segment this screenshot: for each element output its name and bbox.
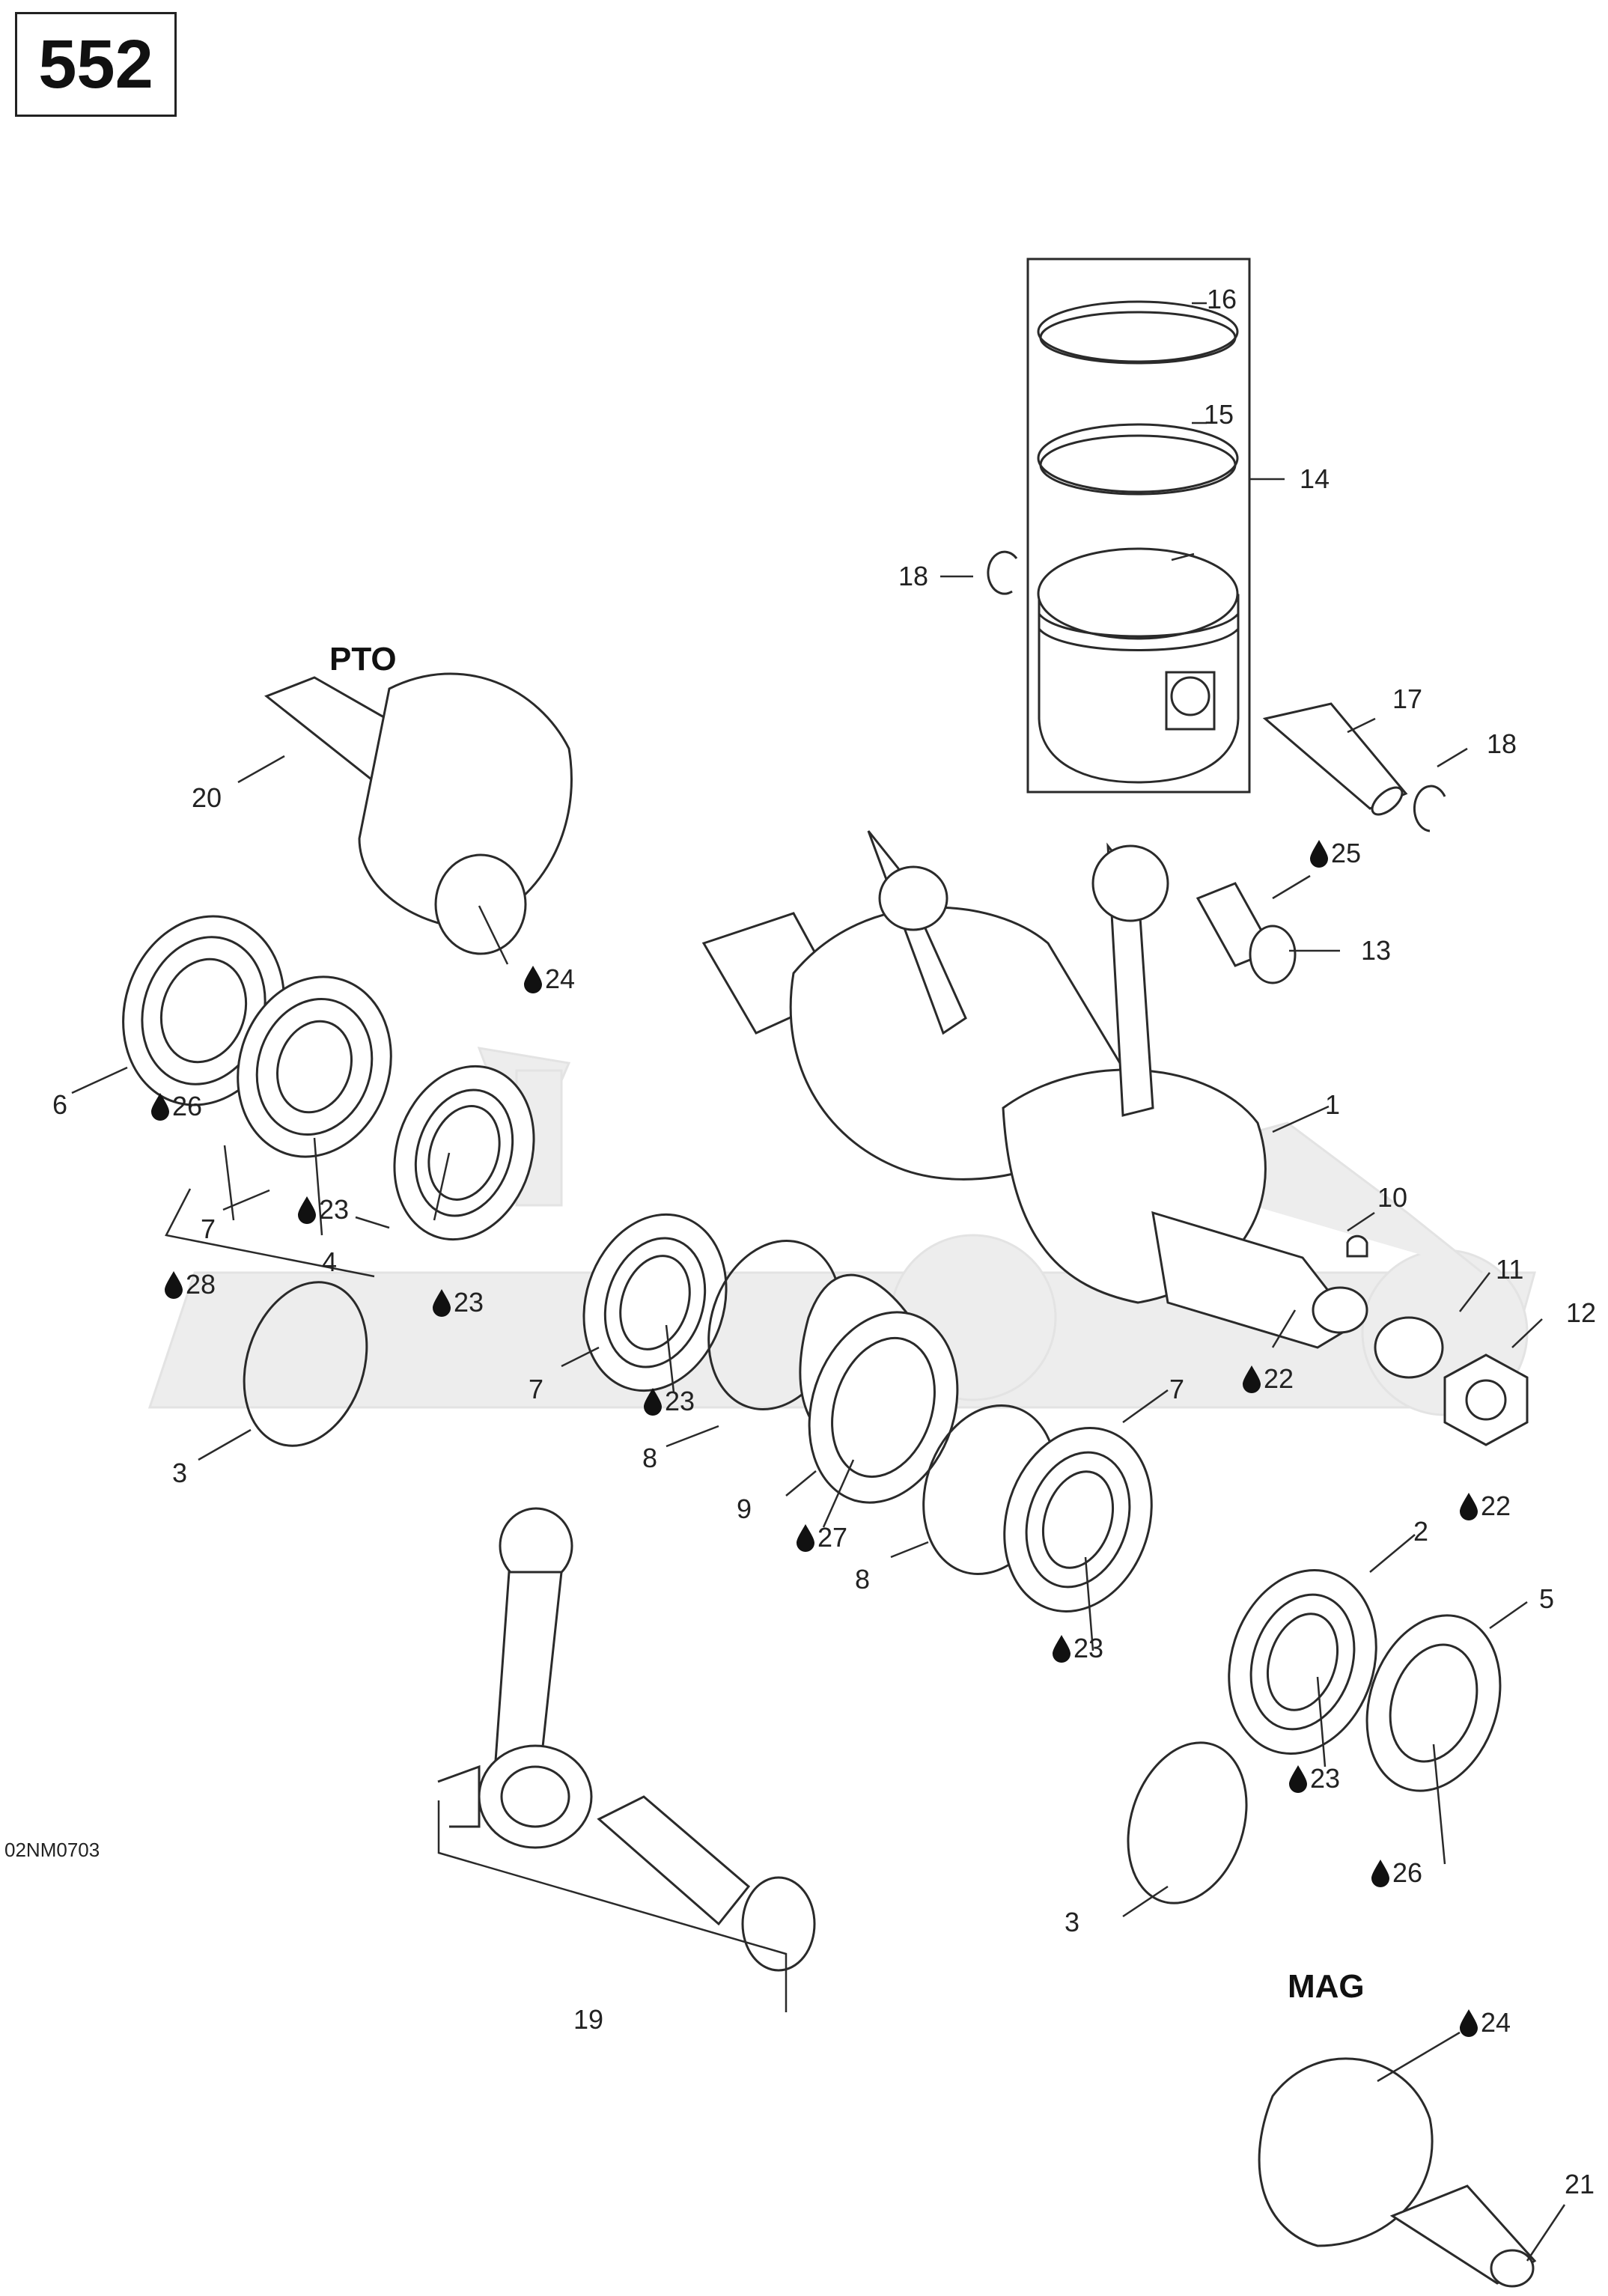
- piston-pin: [1262, 702, 1408, 816]
- crankshaft-assembly: [701, 830, 1368, 1349]
- callout-17: 17: [1392, 683, 1422, 714]
- pto-bearing-a: [237, 975, 392, 1158]
- callout-7-c: 7: [1169, 1374, 1184, 1404]
- mag-bearing: [1228, 1569, 1377, 1755]
- lube-ref-23-a: 23: [298, 1194, 349, 1225]
- svg-text:26: 26: [172, 1091, 202, 1121]
- section-label-pto: PTO: [329, 641, 397, 677]
- lube-ref-27: 27: [797, 1522, 847, 1553]
- lube-ref-26-a: 26: [151, 1091, 202, 1121]
- callout-19: 19: [573, 2004, 603, 2035]
- callout-9: 9: [737, 1493, 752, 1524]
- callout-12: 12: [1566, 1297, 1596, 1328]
- lube-ref-23-d: 23: [1053, 1633, 1103, 1663]
- lube-ref-24-a: 24: [524, 963, 575, 994]
- pto-crank-half: [264, 672, 573, 955]
- section-label-mag: MAG: [1288, 1968, 1365, 2005]
- svg-text:23: 23: [1073, 1633, 1103, 1663]
- center-sleeve: [799, 1273, 959, 1504]
- callout-13: 13: [1361, 935, 1391, 966]
- svg-text:23: 23: [454, 1287, 484, 1318]
- callout-18-a: 18: [898, 561, 928, 591]
- svg-text:23: 23: [1310, 1763, 1340, 1794]
- callout-3-mag: 3: [1065, 1907, 1079, 1937]
- drawing-code: 02NM0703: [4, 1839, 100, 1861]
- svg-text:26: 26: [1392, 1857, 1422, 1888]
- callout-8-b: 8: [855, 1564, 870, 1595]
- callout-7-a: 7: [201, 1214, 216, 1244]
- lube-ref-23-e: 23: [1289, 1763, 1340, 1794]
- center-bearing-right: [1003, 1427, 1153, 1613]
- svg-text:25: 25: [1331, 838, 1361, 868]
- lock-washer: [1374, 1316, 1444, 1379]
- piston-kit-box: [1026, 258, 1251, 794]
- bracket-19: [437, 1800, 788, 2012]
- lube-ref-24-b: 24: [1460, 2007, 1511, 2038]
- mag-crank-half: [1258, 2057, 1537, 2288]
- circlip-left: [987, 550, 1018, 595]
- lube-ref-22-a: 22: [1243, 1363, 1294, 1394]
- center-bearing-left: [582, 1213, 728, 1392]
- svg-text:28: 28: [186, 1269, 216, 1300]
- svg-text:24: 24: [1481, 2007, 1511, 2038]
- callout-4: 4: [322, 1246, 337, 1277]
- callout-1: 1: [1325, 1089, 1340, 1120]
- callout-11: 11: [1496, 1254, 1523, 1285]
- svg-text:23: 23: [319, 1194, 349, 1225]
- lube-ref-25: 25: [1310, 838, 1361, 868]
- callout-20: 20: [192, 782, 222, 813]
- o-ring-pto: [243, 1281, 368, 1447]
- callout-14: 14: [1300, 463, 1330, 494]
- oil-drop-icon: [1053, 1635, 1071, 1663]
- lube-ref-28: 28: [165, 1269, 216, 1300]
- callout-7-b: 7: [529, 1374, 543, 1404]
- mag-oil-seal: [1365, 1614, 1502, 1792]
- oil-drop-icon: [1371, 1860, 1389, 1887]
- crank-nut: [1443, 1353, 1529, 1446]
- svg-text:22: 22: [1264, 1363, 1294, 1394]
- svg-text:23: 23: [665, 1386, 695, 1416]
- callout-10: 10: [1377, 1182, 1407, 1213]
- pto-bearing-b: [393, 1065, 535, 1241]
- lube-ref-23-b: 23: [433, 1287, 484, 1318]
- oil-drop-icon: [1460, 1493, 1478, 1520]
- callout-2: 2: [1413, 1516, 1428, 1547]
- oil-drop-icon: [1310, 840, 1328, 868]
- lube-ref-26-b: 26: [1371, 1857, 1422, 1888]
- oil-drop-icon: [298, 1196, 316, 1224]
- oil-drop-icon: [1460, 2009, 1478, 2037]
- circlip-right: [1413, 785, 1446, 832]
- oil-drop-icon: [165, 1271, 183, 1299]
- bracket-28: [165, 1188, 375, 1278]
- svg-text:24: 24: [545, 963, 575, 994]
- leader-lines: [71, 302, 1566, 2262]
- svg-text:22: 22: [1481, 1490, 1511, 1521]
- woodruff-key: [1346, 1234, 1368, 1258]
- connecting-rod-kit: [437, 1507, 816, 1972]
- callout-16: 16: [1207, 284, 1237, 314]
- callout-6: 6: [52, 1089, 67, 1120]
- svg-text:27: 27: [817, 1522, 847, 1553]
- lube-ref-23-c: 23: [644, 1386, 695, 1416]
- o-ring-mag: [1127, 1741, 1248, 1904]
- oil-drop-icon: [1289, 1765, 1307, 1793]
- callout-15: 15: [1204, 399, 1234, 430]
- lube-ref-22-b: 22: [1460, 1490, 1511, 1521]
- oil-drop-icon: [797, 1524, 814, 1552]
- diagram-number: 552: [38, 25, 153, 103]
- callout-8-a: 8: [642, 1443, 657, 1473]
- oil-drop-icon: [524, 966, 542, 993]
- callout-18-b: 18: [1487, 728, 1517, 759]
- callout-5: 5: [1539, 1583, 1554, 1614]
- callout-21: 21: [1565, 2169, 1595, 2199]
- diagram-number-badge: 552: [15, 12, 177, 117]
- needle-bearing: [1196, 882, 1297, 984]
- callout-3-pto: 3: [172, 1458, 187, 1488]
